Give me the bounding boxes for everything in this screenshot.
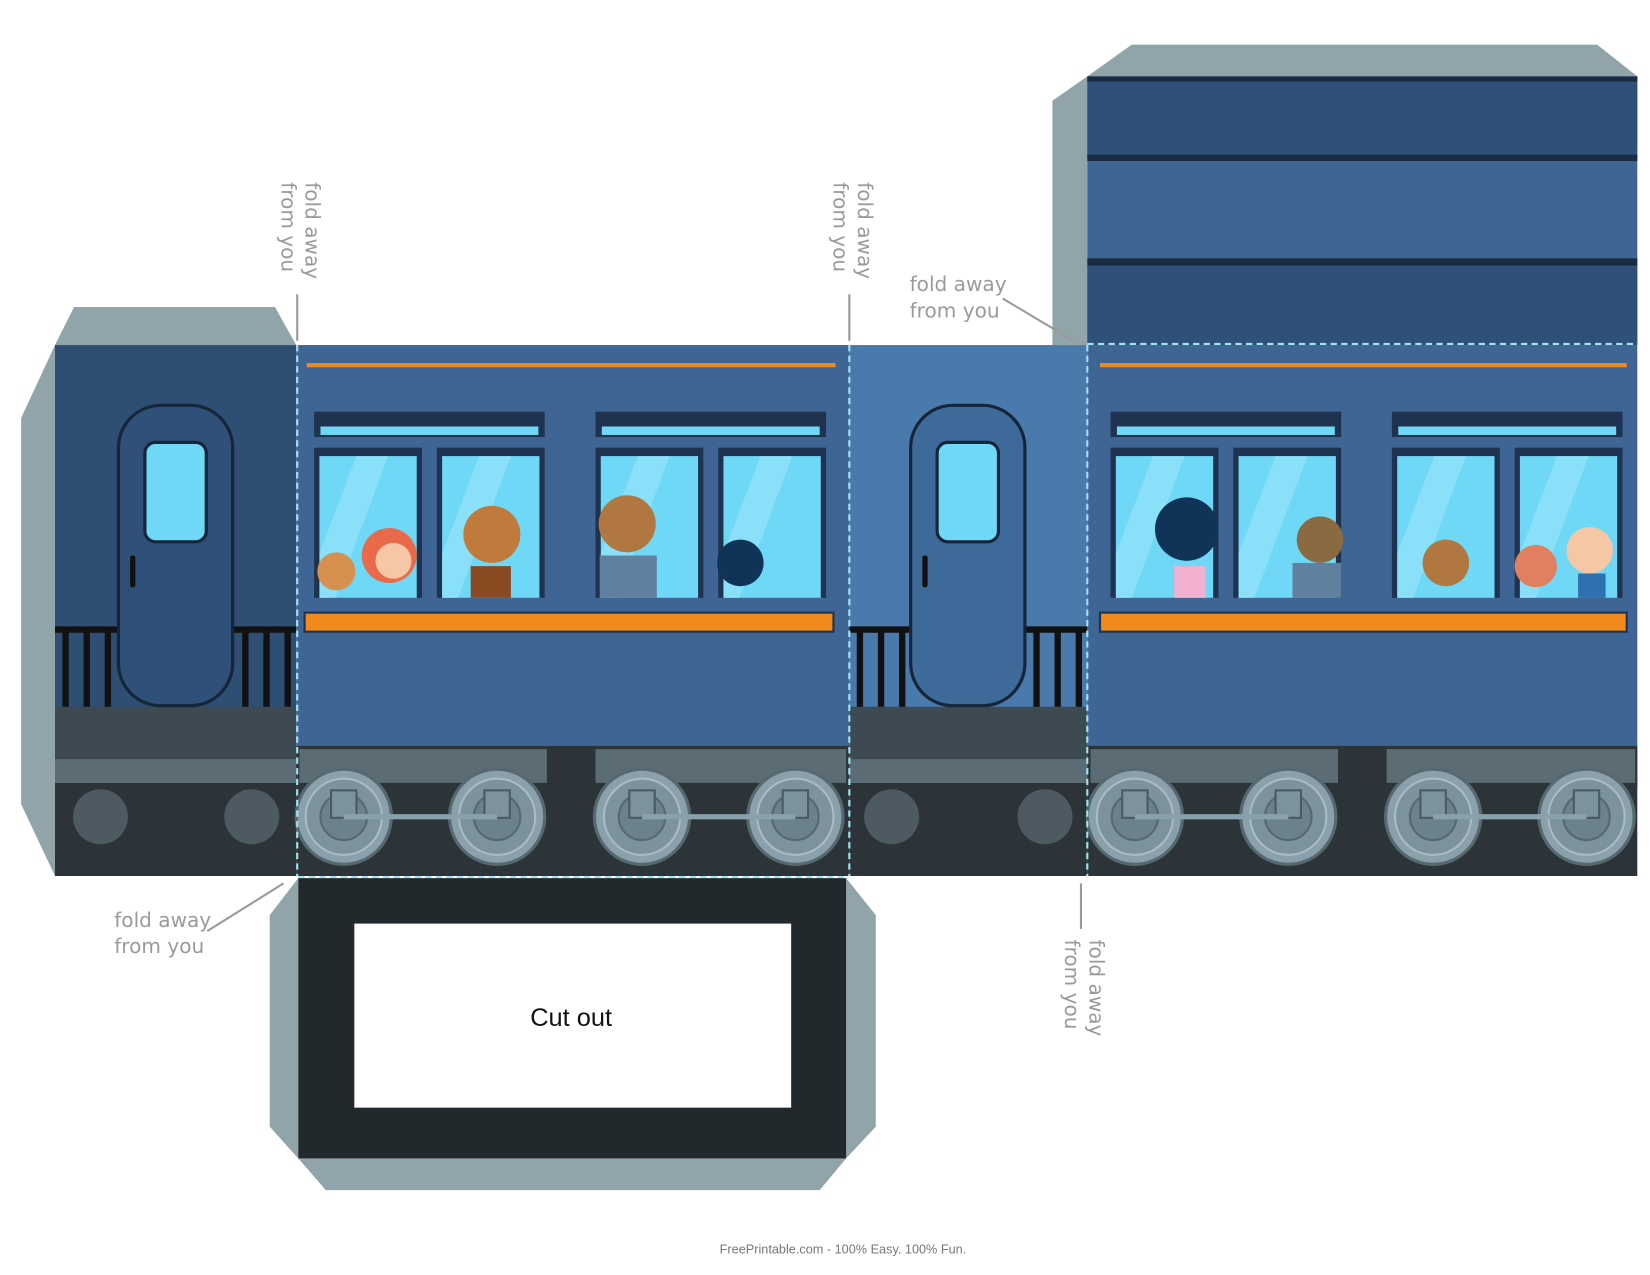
door [909,403,1027,708]
cut-out-area [354,923,792,1108]
fold-label-line1: fold away [910,272,1007,296]
middle-end-panel [849,345,1088,877]
cut-out-label: Cut out [530,1004,612,1032]
floor-panel: Cut out [269,878,876,1191]
passengers [1155,497,1613,598]
roof-panel [1052,44,1638,346]
fold-label-line1: fold away [301,182,325,279]
fold-label-roof: fold away from you [910,272,1075,342]
left-end-side-flap [21,345,55,877]
fold-label-middle-top: fold away from you [828,182,877,341]
orange-stripe [303,611,835,633]
footer-text: FreePrintable.com - 100% Easy. 100% Fun. [720,1243,967,1257]
fold-label-line2: from you [114,934,204,958]
fold-label-line2: from you [276,182,300,272]
buffer [72,789,128,845]
door [116,403,235,708]
buffer [224,789,280,845]
fold-label-line1: fold away [853,182,877,279]
passengers [317,495,764,598]
fold-label-line1: fold away [114,908,211,932]
fold-label-floor: fold away from you [114,882,285,958]
side-panel-2 [1085,345,1638,877]
fold-label-line1: fold away [1084,939,1108,1036]
fold-label-line2: from you [910,299,1000,323]
fold-label-line2: from you [828,182,852,272]
orange-stripe [1098,611,1628,633]
fold-label-left-top: fold away from you [276,182,325,341]
fold-label-line2: from you [1060,939,1084,1029]
fold-label-right-bottom: fold away from you [1060,883,1108,1037]
side-panel-1 [294,345,850,877]
left-end-top-flap [55,306,297,346]
left-end-panel [21,306,297,877]
fold-lines [296,342,1638,879]
